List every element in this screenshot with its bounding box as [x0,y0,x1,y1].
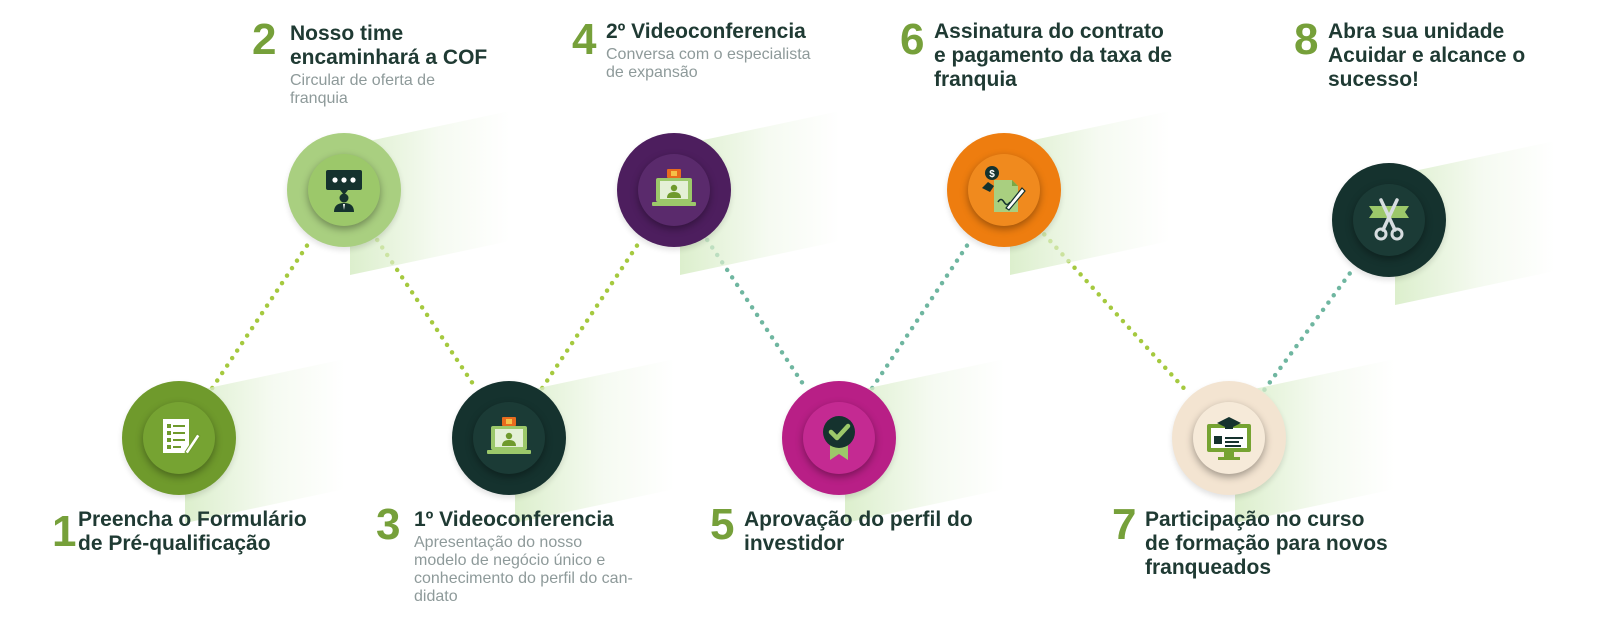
step-4-number: 4 [572,15,597,64]
step-title-line: Aprovação do perfil do [744,508,973,531]
step-8-number: 8 [1294,15,1319,64]
step-4-title: 2º Videoconferencia [606,20,811,44]
contract-payment-icon: $ [968,154,1040,226]
step-title-line: Participação no curso [1145,508,1365,531]
step-title-line: 1º Videoconferencia [414,508,614,531]
approval-badge-icon [803,402,875,474]
online-course-icon [1193,402,1265,474]
step-1-number: 1 [52,507,77,556]
presenter-chat-icon [308,154,380,226]
step-3-circle [452,381,566,495]
step-3-number: 3 [376,500,401,549]
step-7-number: 7 [1112,500,1137,549]
step-title-line: franqueados [1145,556,1272,579]
step-5-circle [782,381,896,495]
step-subtitle-line: Apresentação do nosso [414,534,583,551]
step-title-line: de formação para novos [1145,532,1388,555]
step-3-title: 1º Videoconferencia [414,508,633,532]
step-title-line: Acuidar e alcance o [1328,44,1526,67]
connector-4-5 [704,237,809,391]
step-title-line: Assinatura do contrato [934,20,1164,43]
step-title-line: Nosso time [290,22,404,45]
step-7-circle [1172,381,1286,495]
step-title-line: investidor [744,532,845,555]
step-title-line: sucesso! [1328,68,1420,91]
step-title-line: e pagamento da taxa de [934,44,1173,67]
step-subtitle-line: franquia [290,90,348,107]
step-5-number: 5 [710,500,735,549]
step-title-line: 2º Videoconferencia [606,20,806,43]
svg-text:$: $ [989,169,995,180]
step-subtitle-line: Circular de oferta de [290,72,435,89]
step-title-line: Abra sua unidade [1328,20,1505,43]
connector-5-6 [869,237,974,391]
connector-3-4 [539,237,644,391]
connector-2-3 [374,237,479,391]
step-subtitle-line: Conversa com o especialista [606,46,811,63]
ribbon-scissors-icon [1353,184,1425,256]
step-subtitle-line: de expansão [606,64,698,81]
step-8-circle [1332,163,1446,277]
step-6-number: 6 [900,15,925,64]
step-title-line: franquia [934,68,1017,91]
step-4-circle [617,133,731,247]
step-title-line: de Pré-qualificação [78,532,271,555]
form-document-icon [143,402,215,474]
step-subtitle-line: didato [414,588,458,605]
step-6-circle: $ [947,133,1061,247]
step-title-line: encaminhará a COF [290,46,488,69]
connector-1-2 [209,237,314,391]
step-2-number: 2 [252,15,277,64]
video-call-laptop-icon [473,402,545,474]
step-subtitle-line: modelo de negócio único e [414,552,606,569]
connector-7-8 [1262,266,1356,392]
step-1-circle [122,381,236,495]
step-subtitle-line: conhecimento do perfil do can- [414,570,633,587]
video-call-laptop-icon [638,154,710,226]
step-2-circle [287,133,401,247]
step-title-line: Preencha o Formulário [78,508,307,531]
